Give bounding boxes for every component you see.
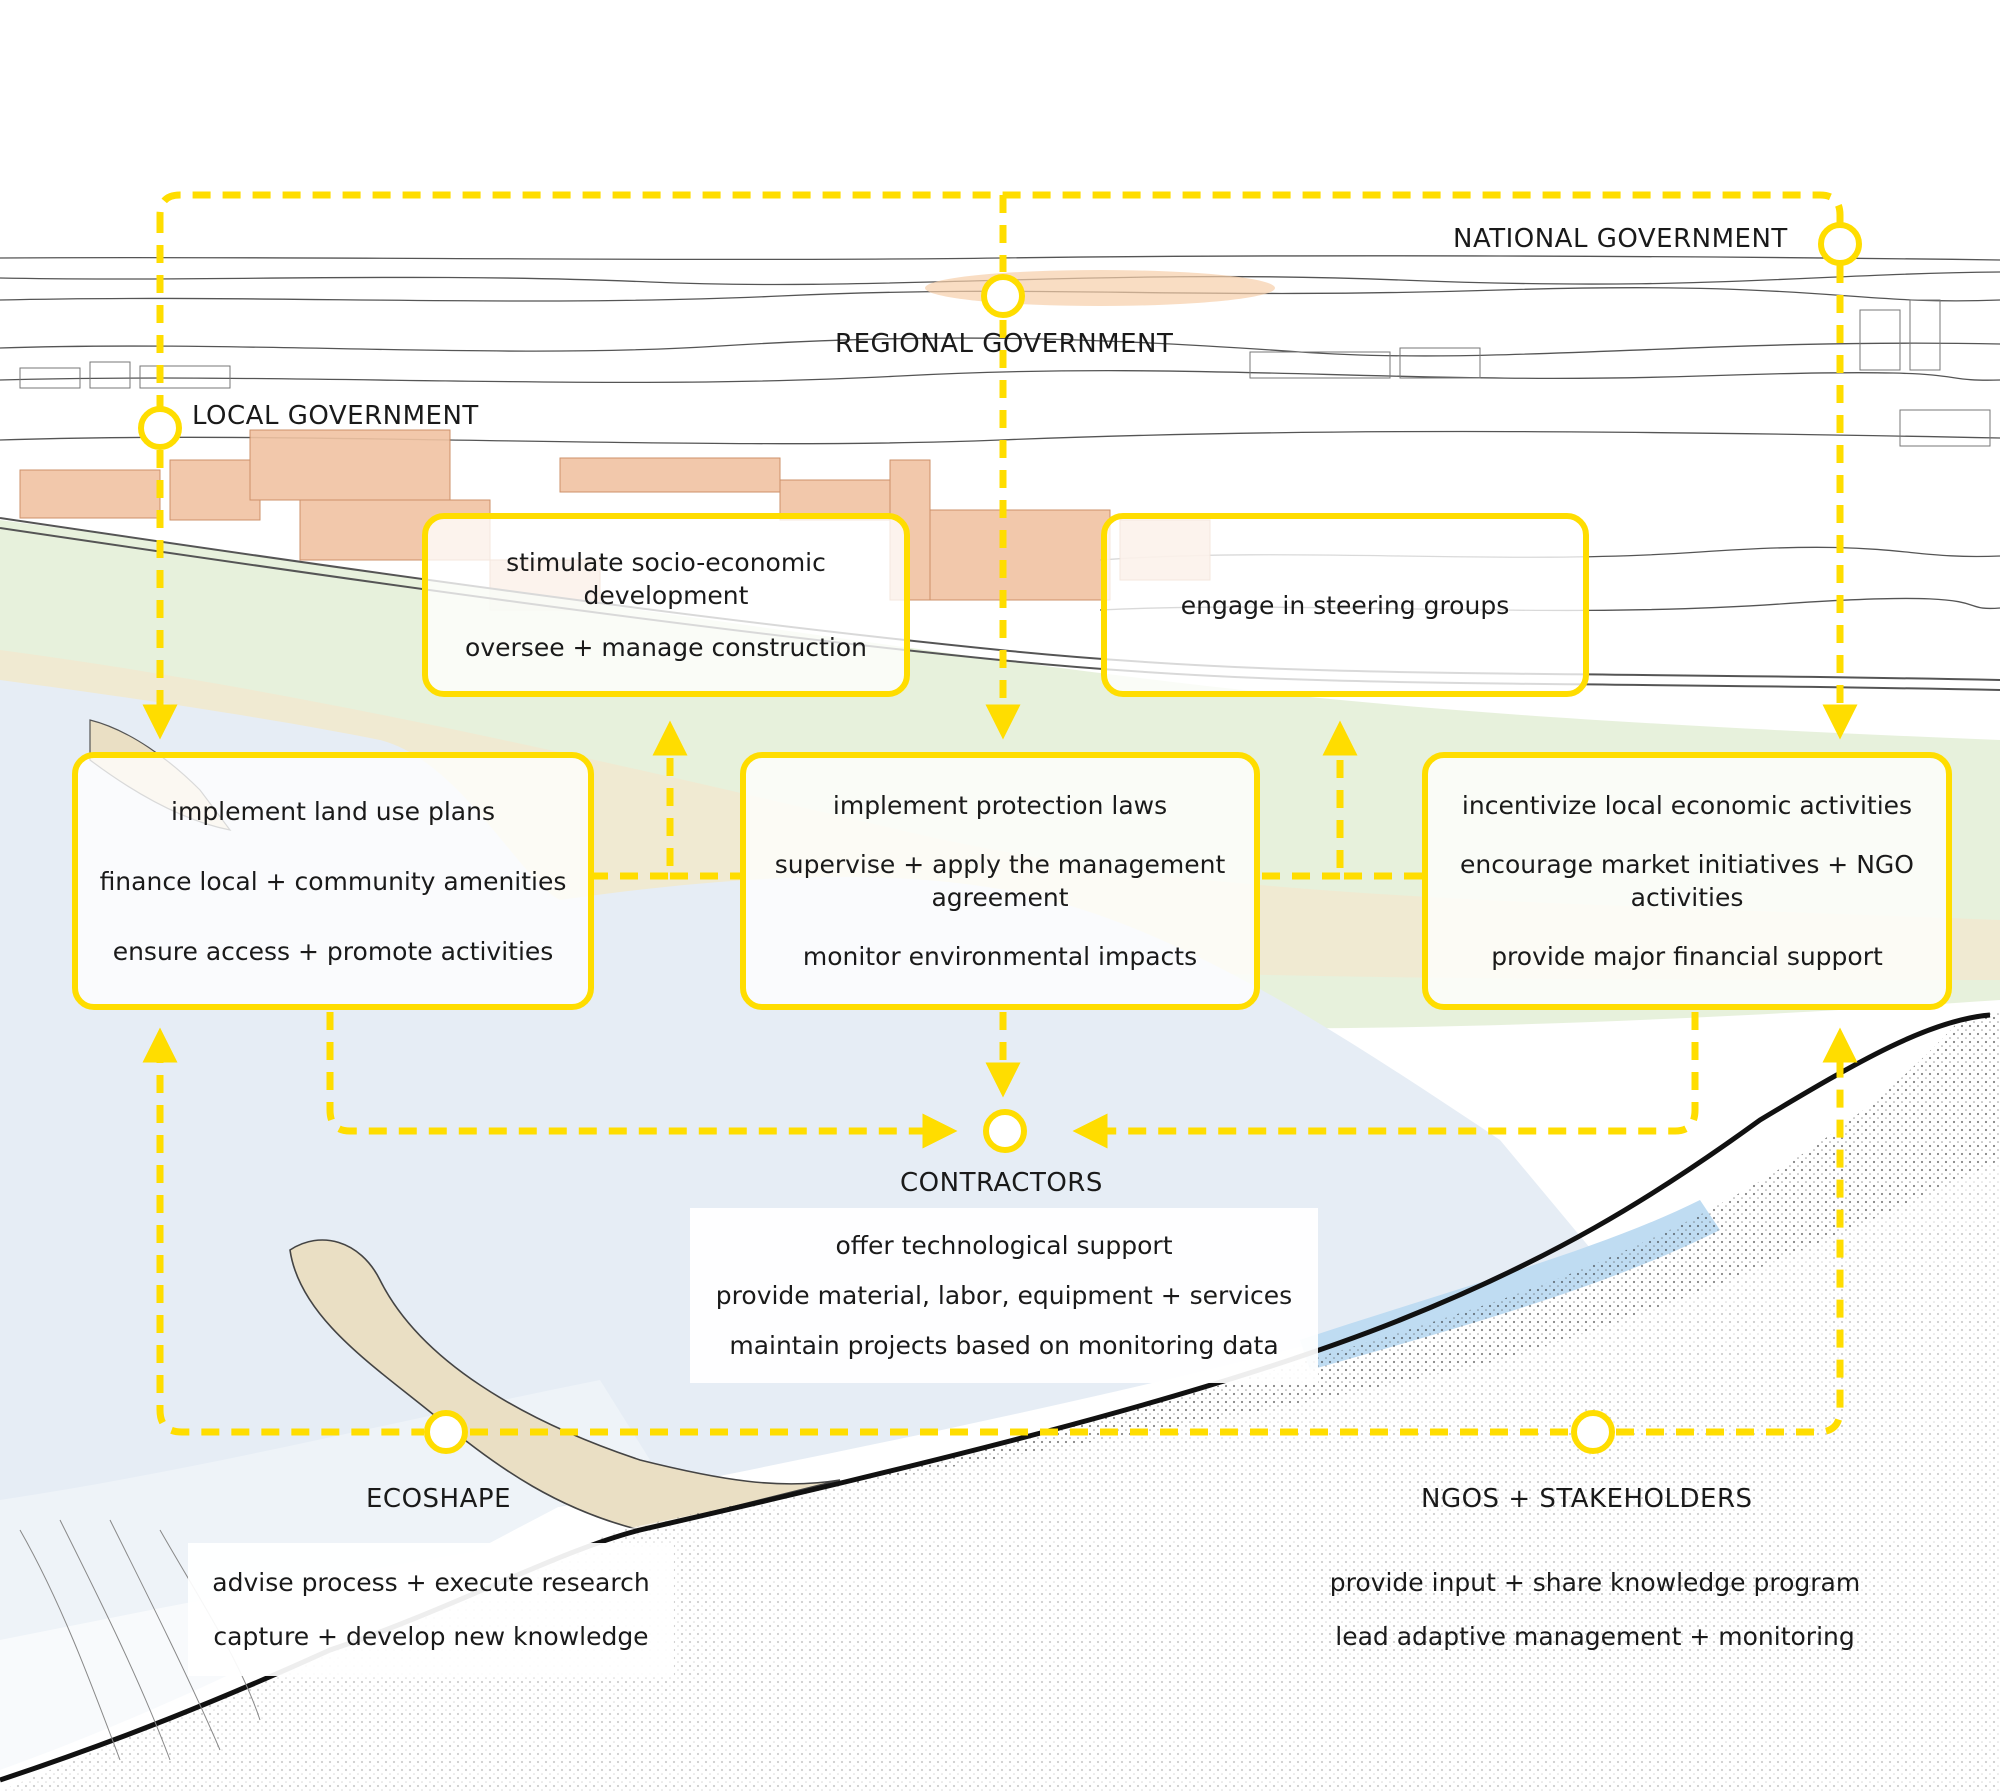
- national-government-box: incentivize local economic activities en…: [1422, 752, 1952, 1010]
- box-line: engage in steering groups: [1180, 590, 1510, 620]
- box-line: oversee + manage construction: [465, 632, 867, 662]
- contractors-node: [983, 1109, 1027, 1153]
- ngos-role: lead adaptive management + monitoring: [1335, 1622, 1855, 1652]
- ecoshape-label: ECOSHAPE: [366, 1484, 511, 1514]
- box-line: implement land use plans: [171, 796, 495, 826]
- ecoshape-role: advise process + execute research: [212, 1567, 650, 1597]
- contractors-role: provide material, labor, equipment + ser…: [715, 1280, 1293, 1310]
- ngos-stakeholders-label: NGOS + STAKEHOLDERS: [1421, 1484, 1753, 1514]
- contractors-label: CONTRACTORS: [900, 1168, 1103, 1198]
- shore-blue: [1300, 1200, 1720, 1370]
- local-government-box: implement land use plans finance local +…: [72, 752, 594, 1010]
- regional-city: [925, 270, 1275, 306]
- national-upper-box: engage in steering groups: [1101, 513, 1589, 697]
- contractors-role: maintain projects based on monitoring da…: [729, 1331, 1279, 1361]
- local-government-label: LOCAL GOVERNMENT: [192, 401, 479, 431]
- box-line: encourage market initiatives + NGO activ…: [1460, 850, 1914, 912]
- ecoshape-role: capture + develop new knowledge: [213, 1622, 649, 1652]
- regional-government-label: REGIONAL GOVERNMENT: [835, 329, 1174, 359]
- ecoshape-panel: advise process + execute research captur…: [188, 1543, 674, 1676]
- national-government-label: NATIONAL GOVERNMENT: [1453, 224, 1788, 254]
- contractors-role: offer technological support: [835, 1230, 1173, 1260]
- regional-node: [981, 274, 1025, 318]
- local-node: [138, 406, 182, 450]
- national-node: [1818, 222, 1862, 266]
- ngos-role: provide input + share knowledge program: [1329, 1567, 1861, 1597]
- ngos-node: [1571, 1410, 1615, 1454]
- box-line: supervise + apply the management agreeme…: [774, 850, 1226, 912]
- ecoshape-node: [424, 1410, 468, 1454]
- regional-upper-box: stimulate socio-economic development ove…: [422, 513, 910, 697]
- box-line: provide major financial support: [1491, 942, 1883, 971]
- distant-city: [19, 299, 1991, 447]
- box-line: ensure access + promote activities: [112, 936, 554, 966]
- peninsula: [289, 1239, 841, 1531]
- contractors-panel: offer technological support provide mate…: [690, 1208, 1318, 1383]
- box-line: monitor environmental impacts: [802, 942, 1198, 971]
- ngos-panel: provide input + share knowledge program …: [1300, 1543, 1890, 1676]
- regional-government-box: implement protection laws supervise + ap…: [740, 752, 1260, 1010]
- box-line: incentivize local economic activities: [1461, 791, 1913, 820]
- actor-nodes: [138, 222, 1862, 1454]
- connectors: [142, 191, 1858, 1436]
- box-line: implement protection laws: [832, 791, 1168, 820]
- box-line: stimulate socio-economic development: [506, 548, 826, 611]
- box-line: finance local + community amenities: [99, 866, 567, 896]
